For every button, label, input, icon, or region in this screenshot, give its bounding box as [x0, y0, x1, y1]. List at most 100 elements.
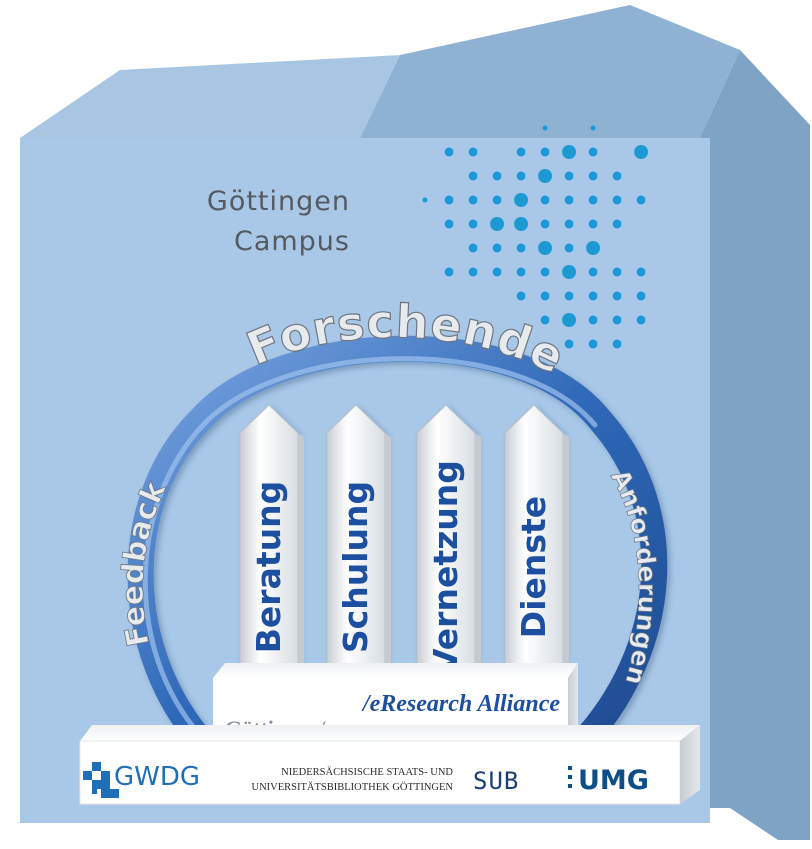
campus-dot	[636, 195, 646, 205]
campus-dot	[612, 219, 622, 229]
umg-bar-icon	[568, 766, 572, 770]
house-side	[700, 50, 810, 840]
campus-dot	[516, 291, 526, 301]
gwdg-text: GWDG	[114, 762, 200, 792]
pillar-side	[385, 433, 391, 665]
campus-dot	[538, 241, 552, 255]
campus-dot	[540, 315, 550, 325]
campus-dot	[540, 267, 550, 277]
house-roof-right	[360, 5, 740, 138]
base-platform: GWDG NIEDERSÄCHSISCHE STAATS- UND UNIVER…	[79, 725, 700, 805]
house-bottom	[20, 823, 740, 848]
campus-dot	[564, 291, 574, 301]
base-front	[79, 740, 681, 805]
campus-dot	[444, 195, 454, 205]
campus-dot	[468, 243, 478, 253]
campus-dot	[444, 219, 454, 229]
umg-text: UMG	[578, 765, 649, 796]
pillar-label: Beratung	[249, 481, 288, 653]
pillar-beratung: Beratung	[239, 404, 304, 666]
campus-dot	[564, 195, 574, 205]
campus-dot	[516, 267, 526, 277]
campus-dot	[468, 147, 478, 157]
campus-dot	[612, 195, 622, 205]
campus-dot	[492, 243, 502, 253]
house-roof-left	[20, 55, 400, 138]
campus-dot	[562, 313, 576, 327]
campus-dot	[444, 147, 454, 157]
campus-dot	[588, 291, 598, 301]
campus-dot	[516, 171, 526, 181]
upper-platform-top	[213, 663, 578, 678]
base-top	[80, 725, 700, 741]
campus-dot	[588, 195, 598, 205]
campus-dot	[468, 195, 478, 205]
campus-dot	[540, 147, 550, 157]
campus-dot-pattern	[422, 125, 648, 349]
sub-short: SUB	[473, 767, 519, 795]
campus-dot	[468, 171, 478, 181]
campus-dot	[588, 219, 598, 229]
pillar-side	[563, 433, 569, 665]
pillar-side	[298, 433, 304, 665]
campus-logo: Göttingen Campus	[207, 125, 648, 349]
campus-dot	[542, 125, 548, 131]
campus-dot	[612, 291, 622, 301]
campus-dot	[540, 291, 550, 301]
campus-dot	[468, 219, 478, 229]
campus-dot	[492, 267, 502, 277]
gwdg-logo: GWDG	[83, 762, 200, 798]
base-side	[680, 725, 700, 804]
campus-dot	[514, 193, 528, 207]
campus-dot	[564, 243, 574, 253]
arch-highlight	[142, 356, 598, 738]
campus-dot	[540, 219, 550, 229]
campus-dot	[540, 195, 550, 205]
campus-dot	[422, 197, 428, 203]
umg-logo: UMG	[568, 765, 649, 796]
campus-dot	[588, 267, 598, 277]
campus-dot	[590, 125, 596, 131]
campus-dot	[634, 145, 648, 159]
pillar-side	[475, 433, 481, 665]
campus-dot	[612, 339, 622, 349]
campus-dot	[490, 217, 504, 231]
campus-dot	[636, 291, 646, 301]
campus-dot	[588, 315, 598, 325]
campus-dot	[588, 339, 598, 349]
campus-dot	[564, 339, 574, 349]
campus-dot	[516, 147, 526, 157]
pillar-label: Dienste	[514, 496, 553, 638]
campus-dot	[588, 147, 598, 157]
pillar-dienste: Dienste	[504, 404, 569, 666]
campus-dot	[564, 171, 574, 181]
campus-dot	[612, 267, 622, 277]
campus-dot	[588, 171, 598, 181]
arch-ring	[127, 335, 668, 758]
pillar-label: Schulung	[336, 481, 375, 653]
campus-dot	[612, 315, 622, 325]
campus-dot	[492, 171, 502, 181]
campus-dot	[564, 219, 574, 229]
campus-dot	[516, 243, 526, 253]
campus-dot	[612, 171, 622, 181]
campus-dot	[444, 267, 454, 277]
pillar-schulung: Schulung	[326, 404, 391, 666]
campus-dot	[562, 145, 576, 159]
pillar-label: Vernetzung	[426, 460, 465, 674]
pillar-vernetzung: Vernetzung	[416, 404, 481, 674]
era-label: /eResearch Alliance	[361, 691, 560, 717]
campus-dot	[538, 169, 552, 183]
upper-platform-side	[568, 663, 578, 741]
sub-line2: UNIVERSITÄTSBIBLIOTHEK GÖTTINGEN	[251, 781, 453, 793]
campus-dot	[636, 267, 646, 277]
campus-dot	[492, 195, 502, 205]
campus-dot	[636, 315, 646, 325]
campus-dot	[468, 267, 478, 277]
pillars: Beratung Schulung Vernetzung Dienste	[239, 404, 569, 674]
campus-dot	[514, 217, 528, 231]
campus-dot	[562, 265, 576, 279]
gwdg-mark-icon	[83, 762, 119, 798]
